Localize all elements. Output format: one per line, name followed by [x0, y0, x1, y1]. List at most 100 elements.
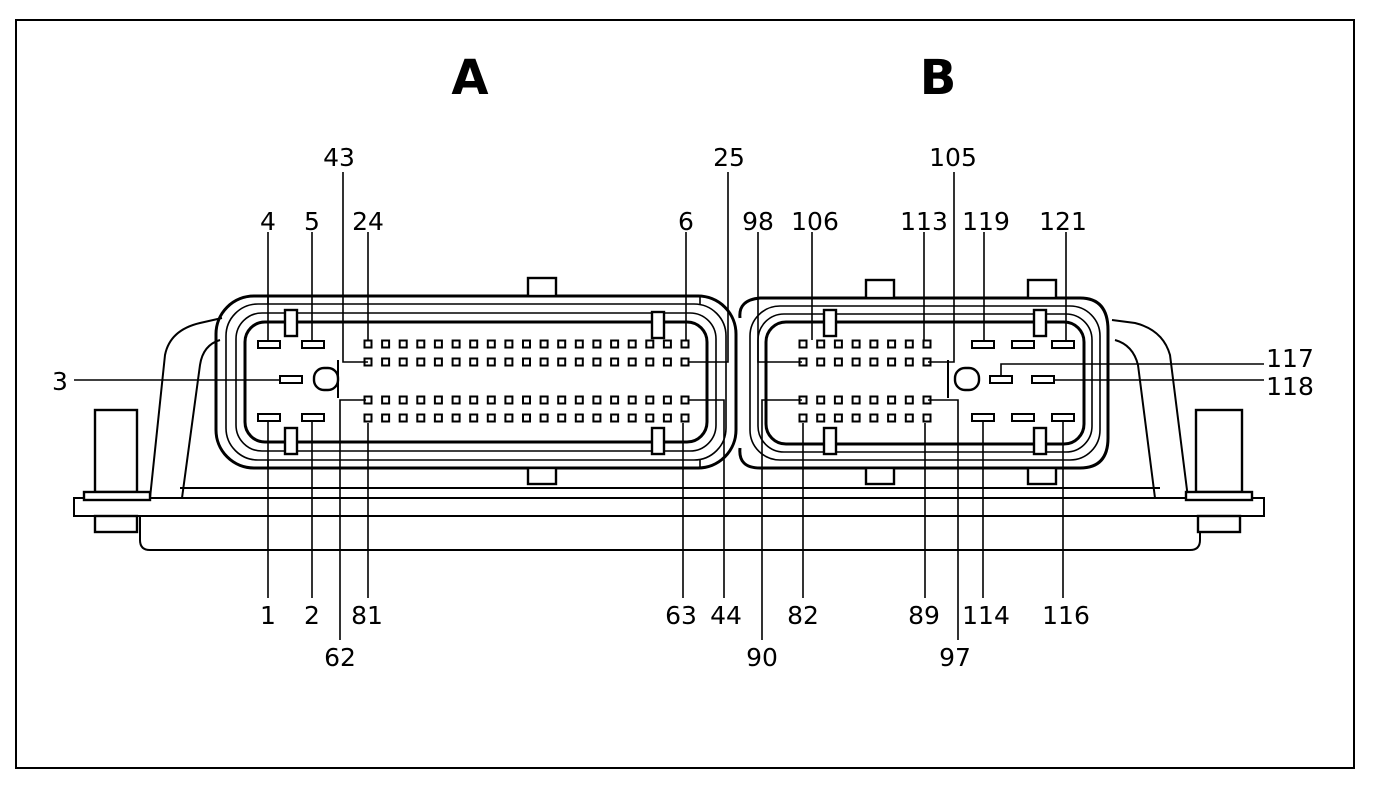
pin-label-121: 121 [1039, 207, 1087, 236]
pin-115-slot [1011, 413, 1035, 422]
pin-label-2: 2 [304, 601, 320, 630]
pin-label-117: 117 [1266, 344, 1314, 373]
signal-pin [381, 395, 391, 405]
connector-a-body [214, 276, 738, 486]
signal-pin [398, 339, 408, 349]
signal-pin [381, 357, 391, 367]
pin-label-62: 62 [324, 643, 356, 672]
signal-pin [645, 395, 655, 405]
signal-pin [833, 395, 843, 405]
housing-base [139, 515, 1201, 551]
signal-pin [433, 339, 443, 349]
signal-pin [504, 339, 514, 349]
pin-label-113: 113 [900, 207, 948, 236]
signal-pin [522, 339, 531, 349]
left-mount-post [93, 408, 139, 494]
diagram-frame [15, 19, 1355, 769]
connector-b-bottom-tab [864, 466, 896, 486]
signal-pin [469, 339, 479, 349]
connector-b-title: B [920, 50, 957, 106]
signal-pin [433, 357, 443, 367]
pin-5-slot [301, 340, 325, 349]
signal-pin [869, 395, 879, 405]
signal-pin [904, 395, 914, 405]
pin-label-82: 82 [787, 601, 819, 630]
connector-a-key [312, 366, 340, 392]
pin-label-63: 63 [665, 601, 697, 630]
signal-pin [592, 357, 602, 367]
signal-pin [627, 357, 637, 367]
pin-120-slot [1011, 340, 1035, 349]
signal-pin [662, 339, 672, 349]
signal-pin [557, 357, 567, 367]
signal-pin [851, 339, 861, 349]
signal-pin [662, 357, 672, 367]
signal-pin [574, 357, 584, 367]
signal-pin [522, 357, 531, 367]
connector-b-top-tab [864, 278, 896, 300]
signal-pin [869, 339, 879, 349]
ecu-housing [73, 317, 1265, 551]
pin-3-slot [279, 375, 303, 384]
signal-pin [504, 357, 514, 367]
signal-pin [416, 413, 426, 423]
signal-pin [486, 395, 496, 405]
pin-label-105: 105 [929, 143, 977, 172]
signal-pin [539, 357, 549, 367]
signal-pin [486, 339, 496, 349]
pin-2-slot [301, 413, 325, 422]
pin-label-6: 6 [678, 207, 694, 236]
signal-pin [680, 339, 690, 349]
signal-pin [816, 413, 826, 423]
pin-label-24: 24 [352, 207, 384, 236]
signal-pin [381, 339, 391, 349]
pin-114-slot [971, 413, 995, 422]
signal-pin [680, 395, 690, 405]
signal-pin [887, 357, 897, 367]
signal-pin [363, 413, 373, 423]
pin-117-slot [989, 375, 1013, 384]
signal-pin [363, 339, 373, 349]
signal-pin [851, 395, 861, 405]
signal-pin [816, 357, 826, 367]
signal-pin [851, 357, 861, 367]
signal-pin [451, 413, 461, 423]
signal-pin [451, 339, 461, 349]
signal-pin [398, 357, 408, 367]
signal-pin [627, 413, 637, 423]
connector-a-power-pins [257, 340, 325, 422]
signal-pin [627, 339, 637, 349]
pin-4-slot [257, 340, 281, 349]
signal-pin [539, 413, 549, 423]
signal-pin [645, 357, 655, 367]
signal-pin [592, 413, 602, 423]
signal-pin [557, 395, 567, 405]
signal-pin [433, 413, 443, 423]
pin-label-90: 90 [746, 643, 778, 672]
signal-pin [798, 339, 808, 349]
signal-pin [539, 339, 549, 349]
signal-pin [398, 395, 408, 405]
signal-pin [592, 339, 602, 349]
signal-pin [539, 395, 549, 405]
signal-pin [645, 339, 655, 349]
signal-pin [469, 395, 479, 405]
signal-pin [610, 357, 620, 367]
signal-pin [680, 357, 690, 367]
signal-pin [398, 413, 408, 423]
pin-label-116: 116 [1042, 601, 1090, 630]
signal-pin [904, 339, 914, 349]
signal-pin [869, 357, 879, 367]
signal-pin [451, 395, 461, 405]
signal-pin [451, 357, 461, 367]
signal-pin [416, 339, 426, 349]
signal-pin [469, 357, 479, 367]
pin-121-slot [1051, 340, 1075, 349]
pin-label-3: 3 [52, 367, 68, 396]
signal-pin [574, 339, 584, 349]
signal-pin [522, 395, 531, 405]
signal-pin [469, 413, 479, 423]
pin-label-114: 114 [962, 601, 1010, 630]
pin-label-5: 5 [304, 207, 320, 236]
signal-pin [816, 339, 826, 349]
